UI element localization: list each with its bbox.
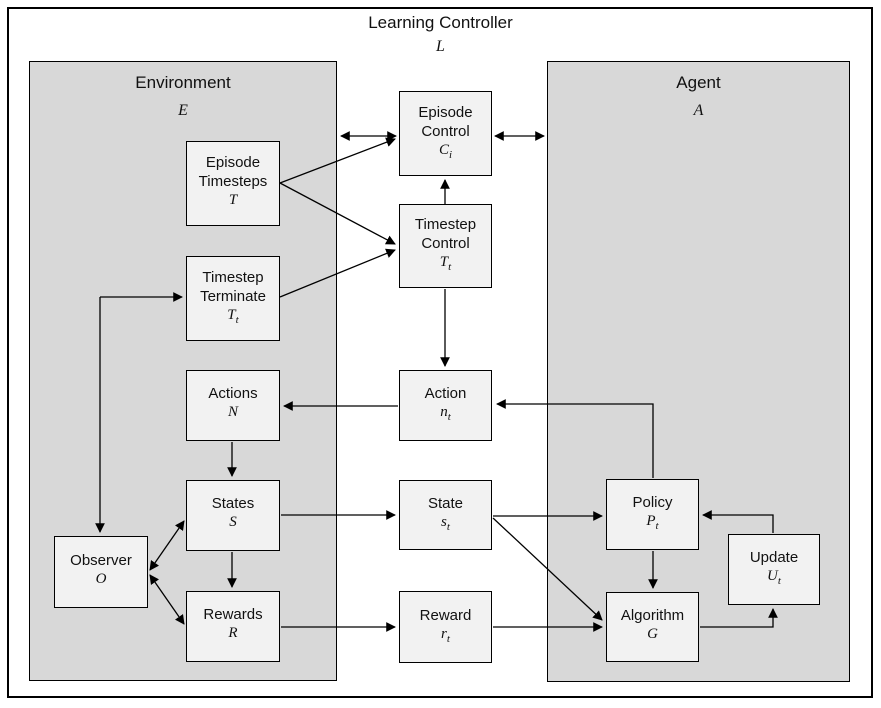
edge-3 [279,182,396,245]
node-action-label: Action [424,385,467,402]
symbol-main: T [439,254,449,270]
edge-17 [700,608,778,628]
node-policy-symbol: Pt [646,512,658,536]
symbol-subscript: t [447,411,451,423]
symbol-subscript: t [446,520,450,533]
node-state-label: State [427,494,464,512]
symbol-main: r [441,625,447,642]
symbol-subscript: t [446,632,450,645]
symbol-main: N [227,404,238,420]
diagram-title: Learning Controller [368,13,513,32]
edge-12 [492,517,603,621]
node-rewards-symbol: R [228,624,237,648]
symbol-main: C [438,141,449,158]
symbol-main: U [767,568,778,584]
node-states-label: States [211,495,255,512]
node-actions-symbol: N [228,403,238,427]
diagram-title-symbol: L [436,38,445,55]
symbol-main: G [647,625,658,642]
node-episode-timesteps-symbol: T [229,191,237,215]
edge-8 [496,399,654,478]
edge-21 [149,520,185,571]
agent-panel-symbol: A [693,102,704,119]
symbol-main: O [95,570,107,587]
edge-2 [279,137,396,184]
node-policy-label: Policy [632,494,673,511]
symbol-subscript: t [448,261,452,273]
edge-4 [279,248,396,298]
symbol-main: S [229,514,237,530]
node-episode-control-label: Episode Control [418,103,473,140]
node-algorithm-label: Algorithm [620,606,685,624]
node-reward-symbol: rt [441,625,450,649]
node-states-symbol: S [229,513,237,537]
node-timestep-terminate-symbol: Tt [227,306,238,330]
node-timestep-control-label: Timestep Control [414,216,477,252]
node-algorithm-symbol: G [647,625,658,649]
edge-18 [702,510,774,533]
symbol-subscript: t [235,313,239,326]
environment-panel-title: Environment [135,73,231,92]
node-update-label: Update [749,549,799,566]
symbol-main: R [228,625,238,641]
node-action-symbol: nt [440,403,451,427]
environment-panel-symbol: E [178,102,188,119]
node-state-symbol: st [441,513,450,537]
node-timestep-terminate-label: Timestep Terminate [200,268,266,305]
symbol-main: n [440,404,448,420]
agent-panel-title: Agent [676,73,721,92]
edge-22 [149,574,185,625]
node-timestep-control-symbol: Tt [440,253,451,277]
node-rewards-label: Rewards [203,606,263,623]
symbol-main: T [228,191,238,208]
symbol-main: P [646,513,656,529]
node-observer-symbol: O [96,570,107,594]
symbol-subscript: t [777,575,781,587]
node-update-symbol: Ut [767,567,781,591]
node-observer-label: Observer [70,551,132,569]
node-actions-label: Actions [208,385,258,402]
node-reward-label: Reward [419,606,472,624]
symbol-main: T [227,306,236,323]
node-episode-control-symbol: Ci [439,141,452,165]
node-episode-timesteps-label: Episode Timesteps [198,153,268,190]
symbol-subscript: t [655,520,659,532]
symbol-main: s [441,513,447,530]
symbol-subscript: i [448,148,453,161]
